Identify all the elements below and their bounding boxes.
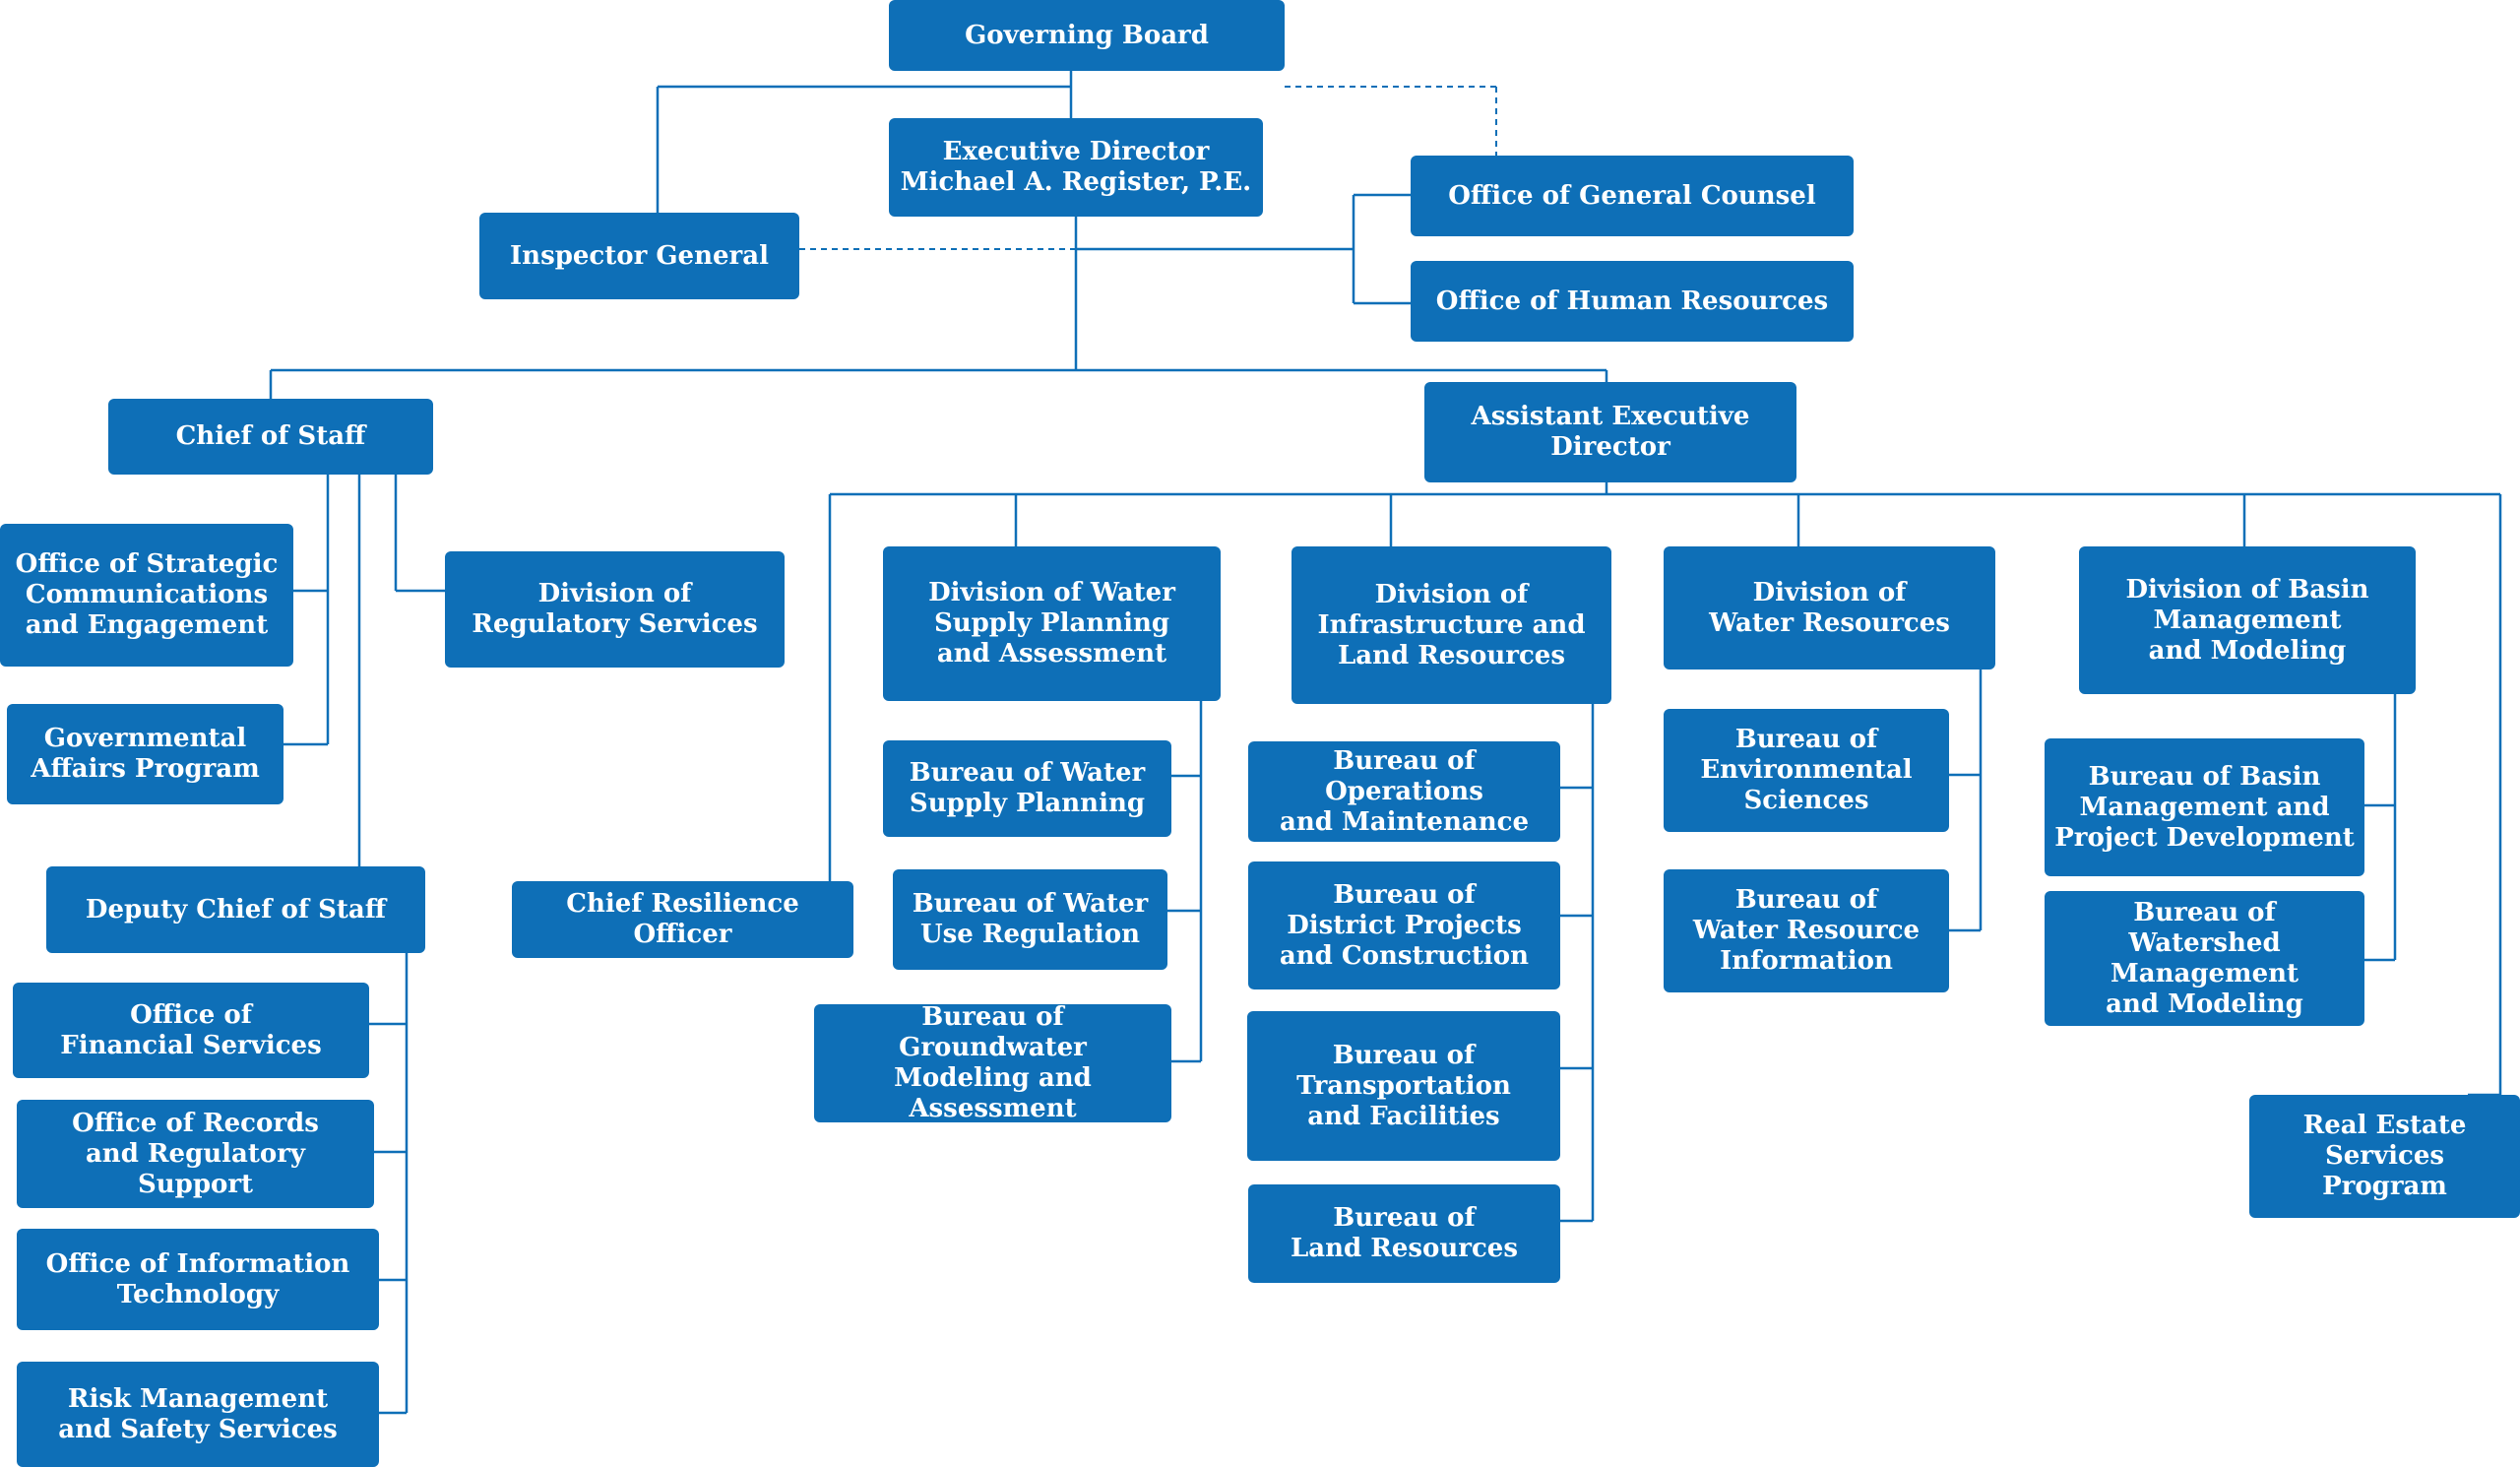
node-label: Division of Infrastructure and Land Reso… xyxy=(1317,579,1586,670)
node-label: Bureau of Water Supply Planning xyxy=(909,758,1146,818)
node-label: Bureau of Groundwater Modeling and Asses… xyxy=(894,1002,1092,1123)
node-inspector-general: Inspector General xyxy=(479,213,799,299)
node-human-resources: Office of Human Resources xyxy=(1411,261,1854,342)
node-label: Bureau of Basin Management and Project D… xyxy=(2054,761,2355,853)
node-water-use-bureau: Bureau of Water Use Regulation xyxy=(893,869,1167,970)
node-water-supply-bureau: Bureau of Water Supply Planning xyxy=(883,740,1171,837)
node-operations-bureau: Bureau of Operations and Maintenance xyxy=(1248,741,1560,842)
node-label: Bureau of Water Resource Information xyxy=(1692,885,1921,976)
node-label: Division of Regulatory Services xyxy=(472,579,758,639)
node-strategic-communications: Office of Strategic Communications and E… xyxy=(0,524,293,667)
node-label: Real Estate Services Program xyxy=(2302,1111,2467,1201)
node-label: Bureau of Environmental Sciences xyxy=(1700,725,1913,815)
node-regulatory-services: Division of Regulatory Services xyxy=(445,551,785,668)
node-label: Risk Management and Safety Services xyxy=(58,1383,338,1444)
node-water-resource-information-bureau: Bureau of Water Resource Information xyxy=(1664,869,1949,992)
node-land-resources-bureau: Bureau of Land Resources xyxy=(1248,1184,1560,1283)
node-label: Office of Human Resources xyxy=(1435,286,1829,316)
node-label: Bureau of Water Use Regulation xyxy=(912,889,1149,949)
node-risk-management: Risk Management and Safety Services xyxy=(17,1362,379,1467)
node-label: Bureau of Transportation and Facilities xyxy=(1296,1040,1511,1131)
node-general-counsel: Office of General Counsel xyxy=(1411,156,1854,236)
node-chief-of-staff: Chief of Staff xyxy=(108,399,433,475)
node-groundwater-bureau: Bureau of Groundwater Modeling and Asses… xyxy=(814,1002,1171,1123)
node-governmental-affairs: Governmental Affairs Program xyxy=(7,704,284,804)
node-label: Office of Strategic Communications and E… xyxy=(15,549,279,640)
node-assistant-executive-director: Assistant Executive Director xyxy=(1424,382,1796,482)
node-environmental-sciences-bureau: Bureau of Environmental Sciences xyxy=(1664,709,1949,832)
node-district-projects-bureau: Bureau of District Projects and Construc… xyxy=(1248,861,1560,989)
node-label: Office of Information Technology xyxy=(45,1248,350,1309)
node-label: Chief of Staff xyxy=(175,421,366,451)
node-label: Bureau of Watershed Management and Model… xyxy=(2106,897,2303,1019)
node-label: Office of Records and Regulatory Support xyxy=(72,1108,319,1199)
node-infrastructure-division: Division of Infrastructure and Land Reso… xyxy=(1292,546,1611,704)
node-water-resources-division: Division of Water Resources xyxy=(1664,546,1995,670)
node-records-regulatory-support: Office of Records and Regulatory Support xyxy=(17,1100,374,1208)
node-transportation-bureau: Bureau of Transportation and Facilities xyxy=(1247,1011,1560,1161)
node-watershed-bureau: Bureau of Watershed Management and Model… xyxy=(2045,891,2364,1026)
node-label: Bureau of District Projects and Construc… xyxy=(1279,879,1530,971)
node-water-supply-division: Division of Water Supply Planning and As… xyxy=(883,546,1221,701)
node-label: Division of Water Resources xyxy=(1709,577,1950,638)
node-label: Deputy Chief of Staff xyxy=(85,894,387,925)
node-deputy-chief-of-staff: Deputy Chief of Staff xyxy=(46,866,425,953)
node-information-technology: Office of Information Technology xyxy=(17,1229,379,1330)
node-label: Division of Basin Management and Modelin… xyxy=(2125,574,2369,666)
node-label: Executive Director Michael A. Register, … xyxy=(900,137,1252,197)
node-governing-board: Governing Board xyxy=(889,0,1285,71)
node-label: Governing Board xyxy=(965,20,1209,50)
node-label: Assistant Executive Director xyxy=(1471,402,1750,462)
node-label: Bureau of Operations and Maintenance xyxy=(1280,745,1529,837)
node-label: Office of Financial Services xyxy=(60,999,322,1060)
node-executive-director: Executive Director Michael A. Register, … xyxy=(889,118,1263,217)
node-financial-services: Office of Financial Services xyxy=(13,983,369,1078)
node-label: Office of General Counsel xyxy=(1448,180,1816,211)
node-basin-division: Division of Basin Management and Modelin… xyxy=(2079,546,2416,694)
node-label: Chief Resilience Officer xyxy=(566,889,799,949)
node-label: Inspector General xyxy=(510,240,769,271)
node-real-estate-services: Real Estate Services Program xyxy=(2249,1095,2520,1218)
node-label: Governmental Affairs Program xyxy=(31,724,260,784)
node-label: Division of Water Supply Planning and As… xyxy=(928,578,1175,669)
node-basin-project-bureau: Bureau of Basin Management and Project D… xyxy=(2045,738,2364,876)
node-chief-resilience-officer: Chief Resilience Officer xyxy=(512,881,853,958)
node-label: Bureau of Land Resources xyxy=(1290,1203,1518,1263)
